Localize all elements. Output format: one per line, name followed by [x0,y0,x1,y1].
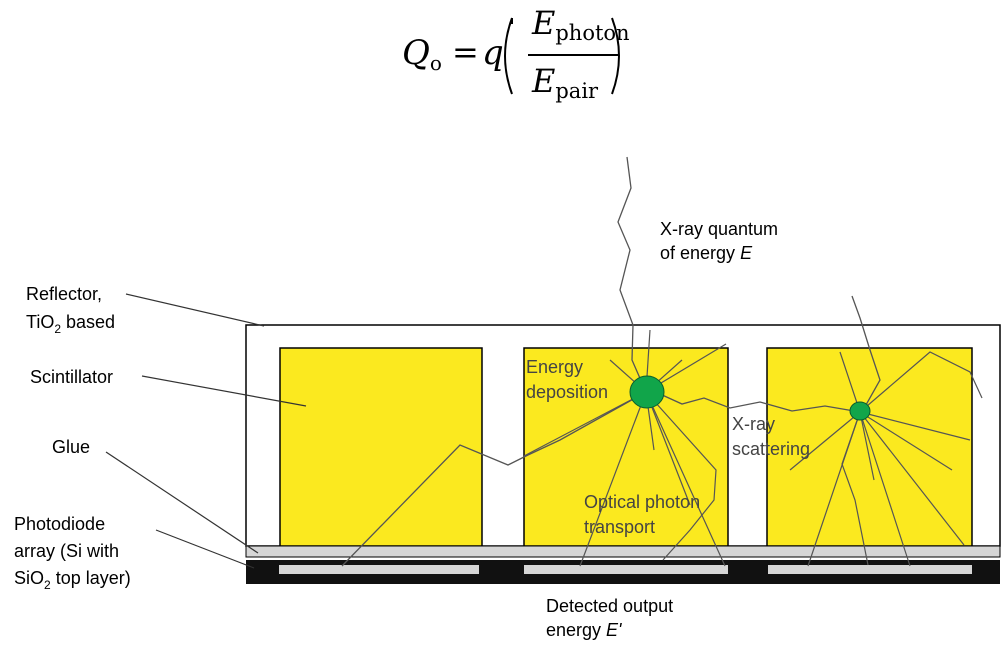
reflector-material-label: TiO2 based [26,312,115,336]
glue-label: Glue [52,437,90,457]
xray-quantum-label: X-ray quantum [660,219,778,239]
energy-deposition-label-1: Energy [526,357,583,377]
optical-rays-main [523,329,727,567]
energy-deposition-label-2: deposition [526,382,608,402]
optical-path-long [341,391,647,567]
leader-lines [105,293,307,569]
detected-output-label: Detected output [546,596,673,616]
scintillator-label: Scintillator [30,367,113,387]
glue-layer [245,545,1001,558]
formula-equals: = [452,33,479,71]
optical-photon-label-2: transport [584,517,655,537]
formula-parentheses [504,17,620,95]
reflector-label: Reflector, [26,284,102,304]
energy-deposition-spot-primary [629,375,665,409]
photodiode-label-3: SiO2 top layer) [14,568,131,592]
optical-photon-label-1: Optical photon [584,492,700,512]
photodiode-pixel-1 [279,565,479,574]
formula-coefficient: q [482,33,504,73]
energy-deposition-spot-secondary [849,401,871,421]
detected-energy-label: energy E' [546,620,622,640]
xray-scattering-label-2: scattering [732,439,810,459]
photodiode-label-1: Photodiode [14,514,105,534]
photodiode-pixel-2 [524,565,728,574]
formula-fraction-bar [528,54,618,56]
xray-secondary-path [851,295,881,413]
formula: Qo = q Ephoton Epair [0,0,1008,120]
xray-scatter-path [659,393,861,413]
scintillator-block-1 [279,347,483,547]
xray-path [617,156,647,393]
photodiode-pixel-3 [768,565,972,574]
optical-rays-secondary [789,351,983,567]
detector-diagram: X-ray quantum of energy E Reflector, TiO… [14,156,1001,640]
xray-scattering-label-1: X-ray [732,414,775,434]
formula-numerator: Ephoton [532,4,630,45]
xray-energy-label: of energy E [660,243,753,263]
formula-lhs: Qo [402,33,442,75]
formula-denominator: Epair [532,62,599,103]
photodiode-label-2: array (Si with [14,541,119,561]
scintillator-block-2 [523,347,729,547]
